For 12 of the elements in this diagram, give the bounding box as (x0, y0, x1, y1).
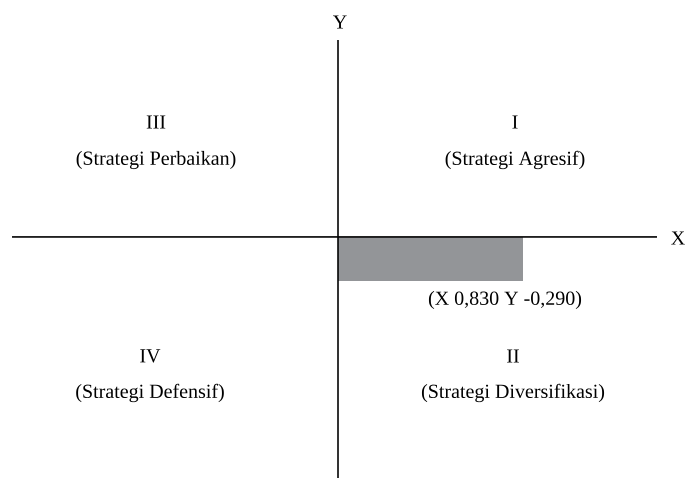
quadrant-label: (Strategi Diversifikasi) (422, 384, 604, 402)
quadrant-number: I (512, 115, 518, 129)
quadrant-number: IV (140, 349, 160, 363)
quadrant-number: III (146, 115, 166, 129)
quadrant-number: II (507, 349, 519, 363)
axis-label: X (671, 231, 685, 245)
quadrant-label: (Strategi Perbaikan) (76, 150, 236, 170)
axis-label: Y (333, 15, 347, 29)
coordinate-label: (X 0,830 Y -0,290) (428, 290, 582, 310)
quadrant-label: (Strategi Defensif) (76, 384, 224, 402)
quadrant-label: (Strategi Agresif) (446, 150, 584, 170)
position-area (338, 236, 523, 281)
